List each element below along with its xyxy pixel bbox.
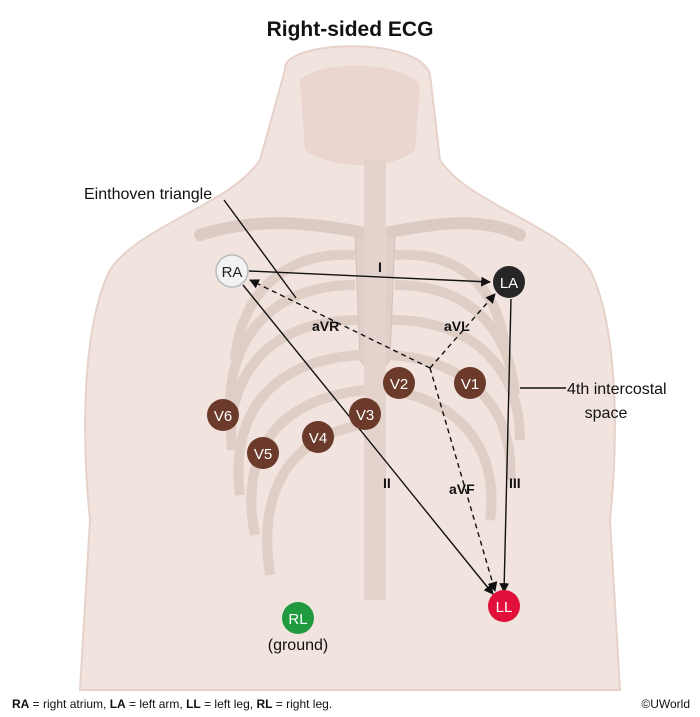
lead-III-label: III (509, 475, 521, 491)
lead-III-line (499, 298, 512, 593)
lead-aVR-line (249, 279, 431, 369)
electrode-V3-dot (349, 398, 381, 430)
intercostal-label-line1: 4th intercostal (567, 381, 667, 398)
torso-illustration (78, 45, 622, 691)
abbreviation-footer: RA = right atrium, LA = left arm, LL = l… (12, 697, 332, 711)
electrode-V1: V1 (454, 367, 486, 399)
intercostal-label-line2: space (585, 405, 628, 422)
electrode-LA-label: LA (500, 275, 518, 292)
electrode-LL: LL (488, 590, 520, 622)
electrode-V5: V5 (247, 437, 279, 469)
footer-ll-text: = left leg, (200, 697, 257, 711)
electrode-LA: LA (493, 266, 525, 298)
electrode-V4: V4 (302, 421, 334, 453)
electrode-V2-label: V2 (390, 376, 408, 393)
electrode-V3-label: V3 (356, 407, 374, 424)
electrodes: RA LA LL RL (ground) V1 V2 V3 V4 (207, 254, 525, 654)
electrode-V3: V3 (349, 398, 381, 430)
diagram-title: Right-sided ECG (266, 18, 434, 41)
electrode-V4-label: V4 (309, 430, 327, 447)
electrode-V6-dot (207, 399, 239, 431)
electrode-V4-dot (302, 421, 334, 453)
electrode-V1-label: V1 (461, 376, 479, 393)
footer-rl-abbr: RL (256, 697, 273, 711)
electrode-V5-label: V5 (254, 446, 272, 463)
footer-ra-text: = right atrium, (29, 697, 110, 711)
einthoven-triangle-label: Einthoven triangle (84, 186, 212, 203)
electrode-RL-label: RL (288, 611, 307, 628)
footer-la-text: = left arm, (125, 697, 187, 711)
footer-rl-text: = right leg. (272, 697, 333, 711)
electrode-LA-dot (493, 266, 525, 298)
lead-lines (223, 199, 566, 595)
electrode-V6: V6 (207, 399, 239, 431)
footer-la-abbr: LA (109, 697, 126, 711)
electrode-V6-label: V6 (214, 408, 232, 425)
electrode-LL-dot (488, 590, 520, 622)
lead-aVF-line (429, 367, 498, 592)
electrode-RL: RL (ground) (268, 602, 328, 654)
lead-I-line (248, 270, 491, 287)
electrode-V2-dot (383, 367, 415, 399)
lead-II-line (242, 284, 494, 595)
footer-ra-abbr: RA (12, 697, 30, 711)
lead-I-label: I (378, 259, 382, 275)
lead-aVL-line (429, 293, 496, 369)
copyright-credit: ©UWorld (641, 697, 690, 711)
electrode-RA-label: RA (222, 264, 243, 281)
electrode-V2: V2 (383, 367, 415, 399)
electrode-V1-dot (454, 367, 486, 399)
footer-ll-abbr: LL (186, 697, 201, 711)
electrode-LL-label: LL (496, 599, 513, 616)
electrode-RL-dot (282, 602, 314, 634)
electrode-RA: RA (215, 254, 249, 288)
electrode-V5-dot (247, 437, 279, 469)
lead-II-label: II (383, 475, 391, 491)
lead-aVL-label: aVL (444, 318, 470, 334)
lead-labels: I aVR aVL II aVF III (312, 259, 521, 497)
electrode-RA-dot (215, 254, 249, 288)
electrode-RL-sublabel: (ground) (268, 637, 328, 654)
lead-aVR-label: aVR (312, 318, 339, 334)
lead-aVF-label: aVF (449, 481, 475, 497)
einthoven-leader-line (223, 199, 297, 299)
